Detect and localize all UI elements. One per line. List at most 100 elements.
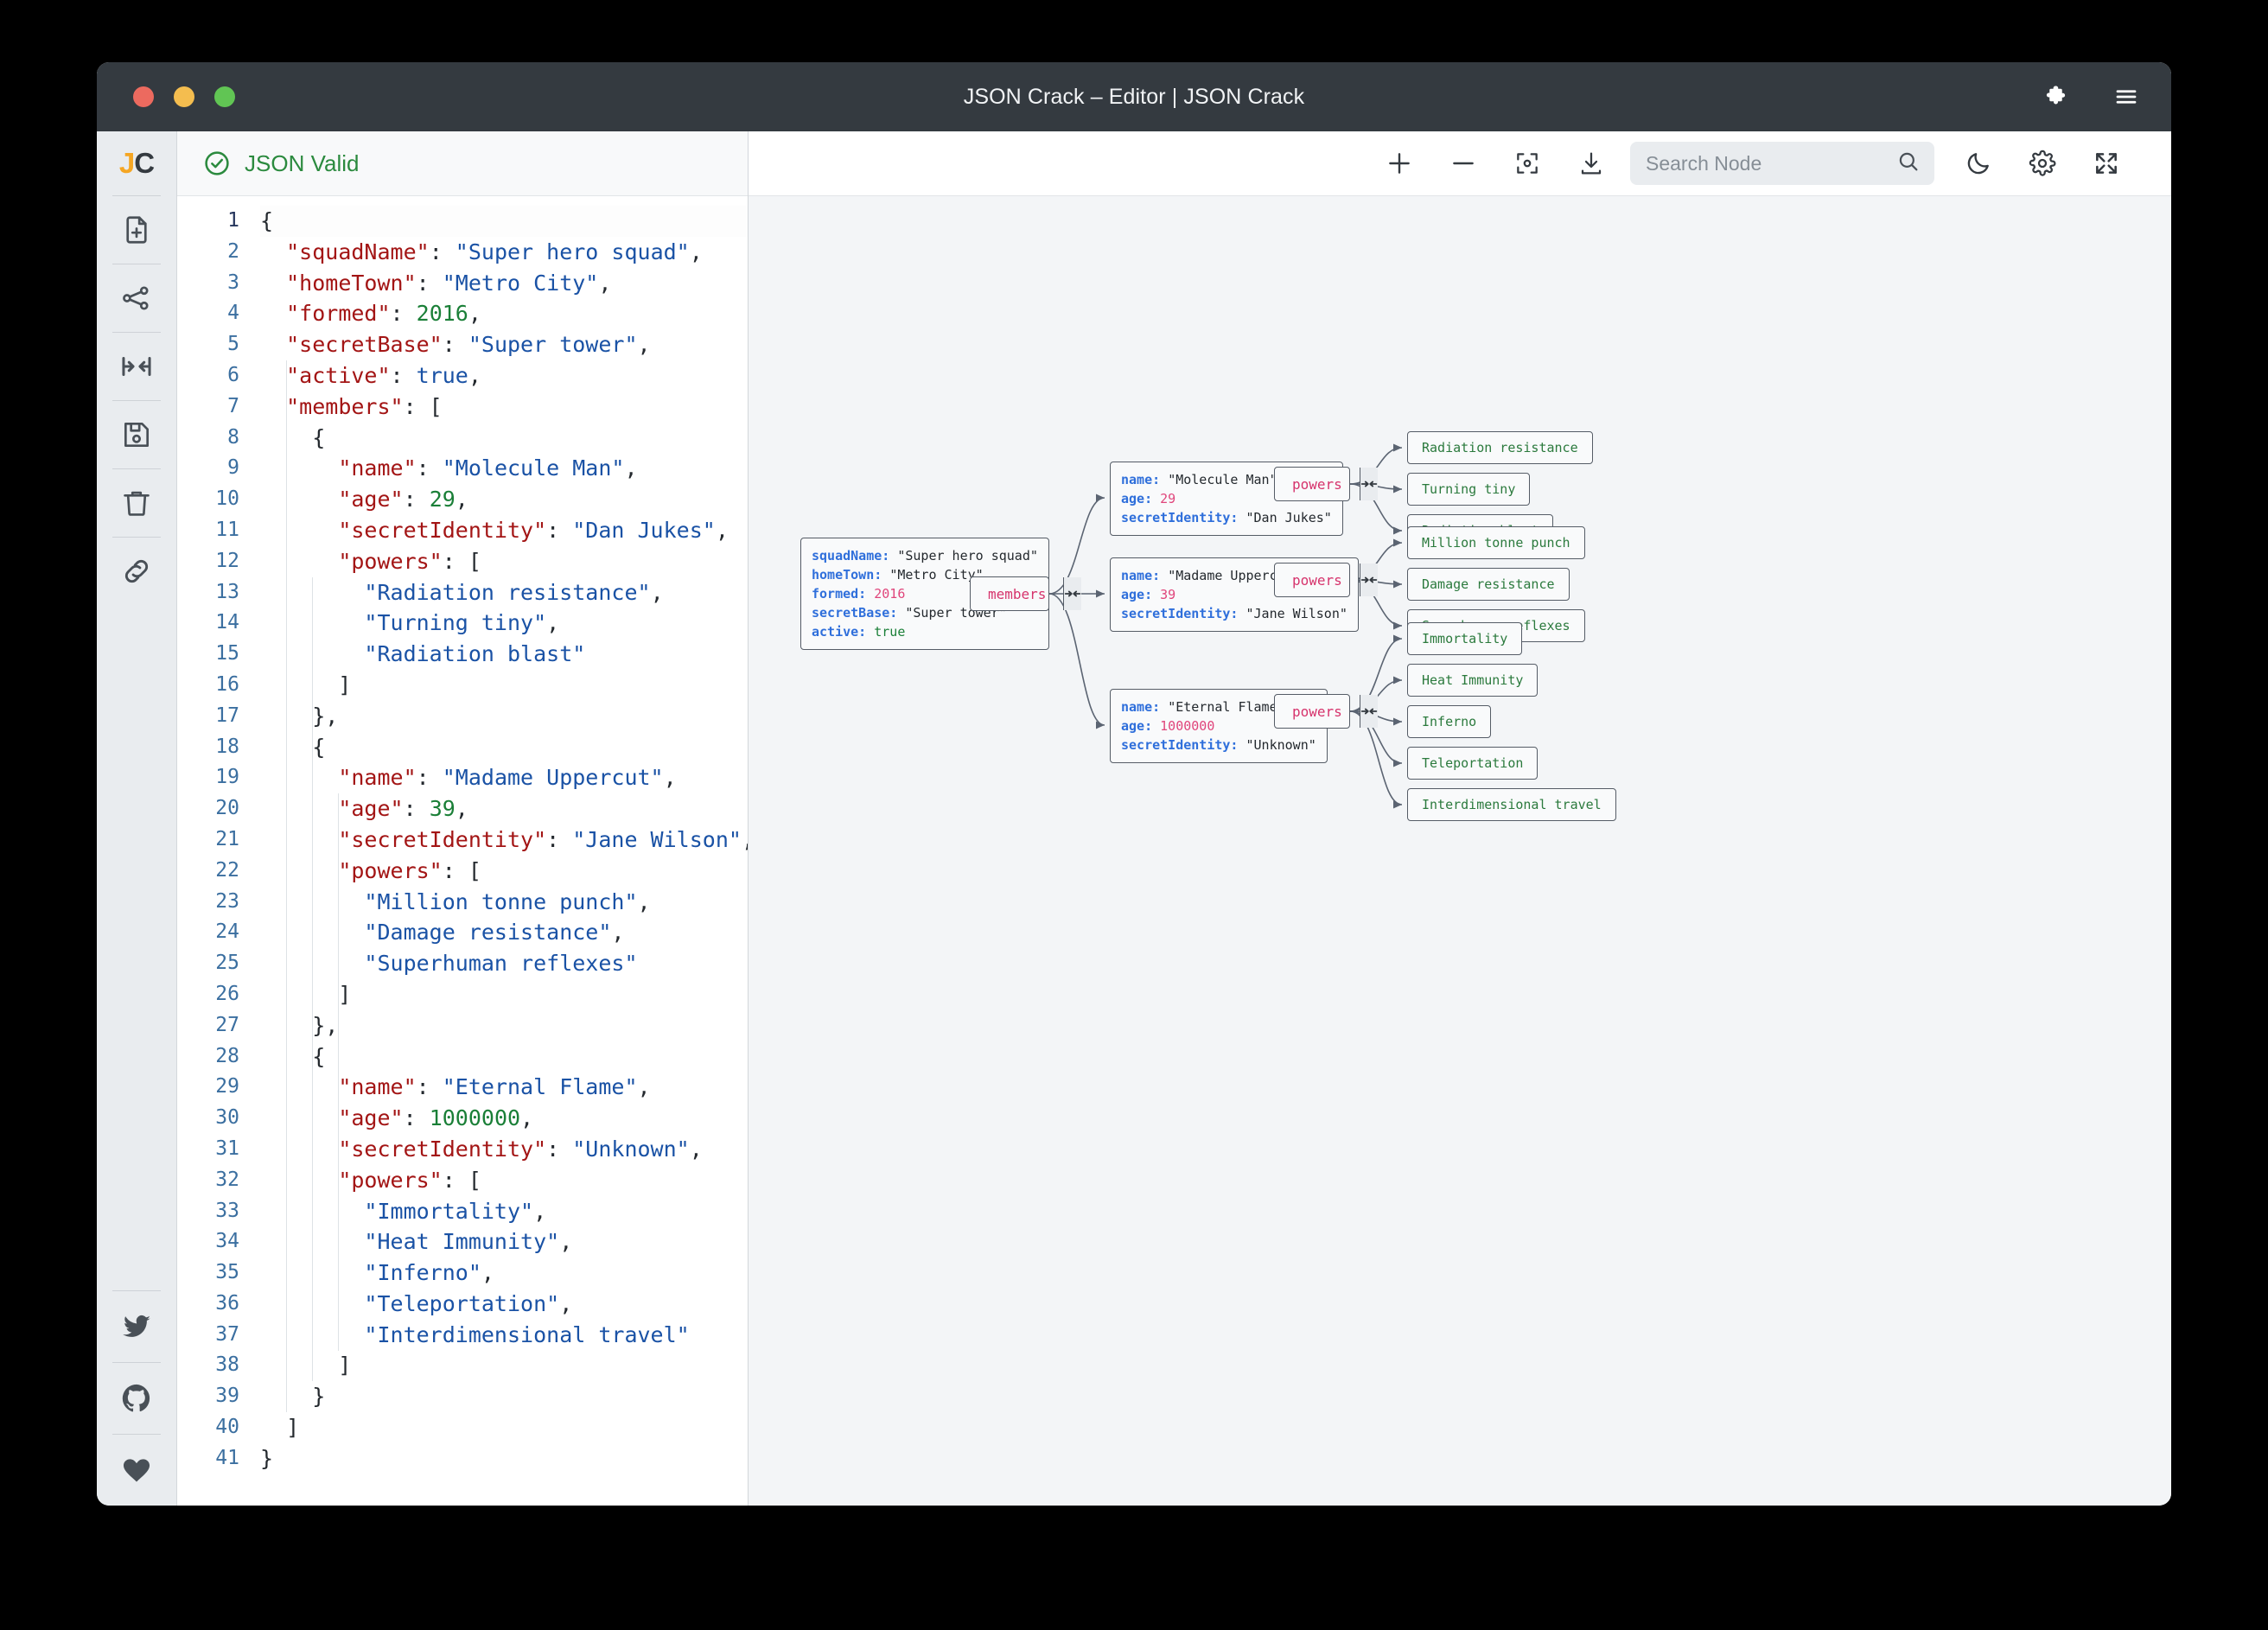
line-number: 28 bbox=[215, 1044, 239, 1067]
hamburger-menu-icon[interactable] bbox=[2112, 83, 2140, 111]
node-value: "Unknown" bbox=[1245, 737, 1316, 753]
trash-icon[interactable] bbox=[97, 469, 176, 537]
collapse-arrows-icon[interactable] bbox=[1063, 577, 1082, 610]
graph-edge bbox=[1349, 483, 1403, 493]
search-icon[interactable] bbox=[1896, 150, 1921, 178]
zoom-in-icon[interactable] bbox=[1367, 131, 1431, 195]
collapse-arrows-icon[interactable] bbox=[1359, 695, 1378, 728]
line-number: 32 bbox=[215, 1168, 239, 1191]
node-row: name: "Eternal Flame" bbox=[1121, 697, 1316, 716]
node-key: secretIdentity: bbox=[1121, 510, 1246, 525]
save-floppy-icon[interactable] bbox=[97, 401, 176, 468]
node-key: name: bbox=[1121, 699, 1169, 715]
link-icon[interactable] bbox=[97, 538, 176, 605]
close-button[interactable] bbox=[133, 86, 154, 107]
graph-edge bbox=[1048, 593, 1105, 729]
validation-status-text: JSON Valid bbox=[245, 150, 360, 176]
line-number: 8 bbox=[227, 425, 239, 449]
graph-node-leaf[interactable]: Immortality bbox=[1407, 622, 1523, 655]
center-focus-icon[interactable] bbox=[1495, 131, 1559, 195]
divider bbox=[112, 400, 161, 401]
twitter-icon[interactable] bbox=[97, 1291, 176, 1362]
node-key: secretBase: bbox=[812, 605, 906, 621]
line-number: 25 bbox=[215, 952, 239, 975]
graph-node-powers[interactable]: powers bbox=[1274, 694, 1378, 729]
graph-node-leaf[interactable]: Million tonne punch bbox=[1407, 526, 1585, 559]
graph-edge bbox=[1349, 634, 1403, 712]
github-icon[interactable] bbox=[97, 1363, 176, 1434]
gear-icon[interactable] bbox=[2010, 131, 2074, 195]
graph-node-leaf[interactable]: Turning tiny bbox=[1407, 473, 1531, 506]
graph-node-powers[interactable]: powers bbox=[1274, 467, 1378, 501]
line-number: 27 bbox=[215, 1013, 239, 1036]
collapse-arrows-icon[interactable] bbox=[97, 333, 176, 400]
divider bbox=[112, 332, 161, 333]
graph-edge bbox=[1349, 710, 1403, 767]
node-row: formed: 2016 bbox=[812, 584, 1038, 603]
graph-node-leaf[interactable]: Heat Immunity bbox=[1407, 664, 1539, 697]
graph-node-leaf[interactable]: Interdimensional travel bbox=[1407, 788, 1616, 821]
divider bbox=[112, 537, 161, 538]
node-key: secretIdentity: bbox=[1121, 606, 1246, 621]
code-line: "Superhuman reflexes" bbox=[364, 951, 638, 977]
graph-node-leaf[interactable]: Radiation resistance bbox=[1407, 431, 1593, 464]
puzzle-icon[interactable] bbox=[2043, 83, 2071, 111]
code-line: "Teleportation", bbox=[364, 1290, 573, 1316]
logo-letter-c: C bbox=[134, 147, 155, 179]
node-row: secretIdentity: "Dan Jukes" bbox=[1121, 508, 1332, 527]
zoom-out-icon[interactable] bbox=[1431, 131, 1495, 195]
line-number: 15 bbox=[215, 642, 239, 665]
logo-letter-j: J bbox=[118, 147, 135, 179]
graph-canvas[interactable]: squadName: "Super hero squad"homeTown: "… bbox=[749, 196, 2171, 1506]
share-nodes-icon[interactable] bbox=[97, 264, 176, 332]
code-content[interactable]: { "squadName": "Super hero squad", "home… bbox=[252, 196, 748, 1506]
maximize-button[interactable] bbox=[214, 86, 235, 107]
minimize-button[interactable] bbox=[174, 86, 194, 107]
line-number: 14 bbox=[215, 611, 239, 634]
collapse-arrows-icon[interactable] bbox=[1359, 468, 1378, 500]
line-number: 11 bbox=[215, 518, 239, 541]
node-value: 2016 bbox=[874, 586, 906, 602]
divider bbox=[112, 1290, 161, 1291]
graph-node-leaf[interactable]: Inferno bbox=[1407, 705, 1492, 738]
graph-node-members[interactable]: members bbox=[970, 576, 1082, 611]
heart-icon[interactable] bbox=[97, 1435, 176, 1506]
search-input[interactable] bbox=[1644, 150, 1888, 176]
node-row: age: 39 bbox=[1121, 585, 1347, 604]
line-number: 36 bbox=[215, 1291, 239, 1315]
code-line: "name": "Madame Uppercut", bbox=[338, 765, 677, 791]
code-line: "secretBase": "Super tower", bbox=[286, 332, 651, 358]
node-value: "Jane Wilson" bbox=[1245, 606, 1347, 621]
graph-node-powers[interactable]: powers bbox=[1274, 563, 1378, 597]
collapse-arrows-icon[interactable] bbox=[1359, 563, 1378, 596]
node-row: secretIdentity: "Unknown" bbox=[1121, 735, 1316, 755]
fullscreen-icon[interactable] bbox=[2074, 131, 2138, 195]
window-title: JSON Crack – Editor | JSON Crack bbox=[963, 84, 1305, 109]
graph-node-leaf[interactable]: Damage resistance bbox=[1407, 568, 1570, 601]
divider bbox=[112, 468, 161, 469]
parent-node-label: powers bbox=[1292, 571, 1342, 589]
graph-edge bbox=[1349, 710, 1403, 809]
graph-pane: squadName: "Super hero squad"homeTown: "… bbox=[749, 131, 2171, 1506]
code-line: { bbox=[260, 424, 326, 450]
moon-icon[interactable] bbox=[1946, 131, 2010, 195]
node-value: true bbox=[874, 624, 906, 640]
graph-node-leaf[interactable]: Teleportation bbox=[1407, 747, 1539, 780]
code-line: "Million tonne punch", bbox=[364, 888, 651, 914]
file-plus-icon[interactable] bbox=[97, 196, 176, 264]
line-number: 18 bbox=[215, 735, 239, 758]
node-value: 29 bbox=[1160, 491, 1176, 506]
download-icon[interactable] bbox=[1559, 131, 1623, 195]
code-line: "Damage resistance", bbox=[364, 920, 625, 946]
line-number: 1 bbox=[227, 209, 239, 232]
node-key: name: bbox=[1121, 568, 1169, 583]
code-line: "Radiation resistance", bbox=[364, 579, 664, 605]
line-number: 29 bbox=[215, 1075, 239, 1098]
line-number: 16 bbox=[215, 672, 239, 696]
search-node-box[interactable] bbox=[1630, 142, 1934, 185]
